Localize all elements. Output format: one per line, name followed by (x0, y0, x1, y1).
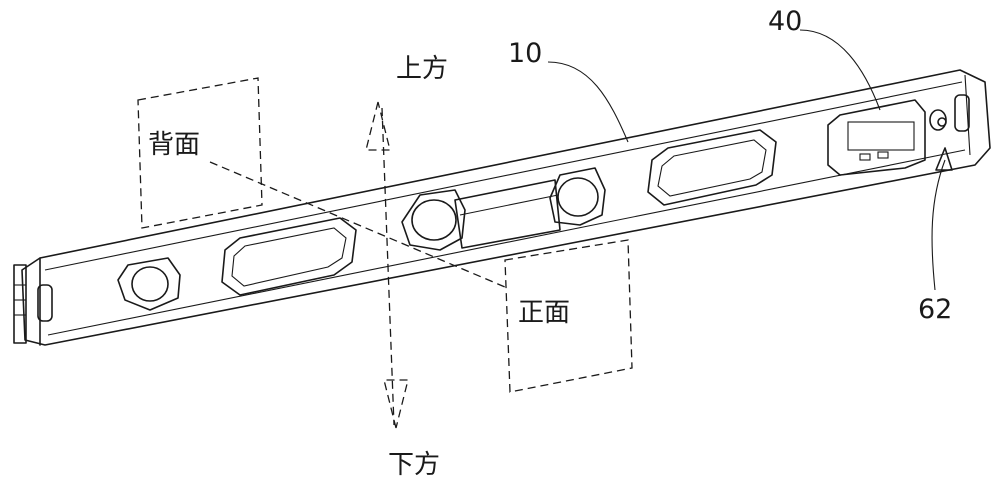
label-up: 上方 (396, 54, 449, 84)
up-arrow-icon (365, 101, 391, 151)
ref-numeral-62: 62 (918, 294, 953, 325)
up-down-axis (365, 101, 409, 429)
leader-40 (799, 29, 881, 111)
ref-numeral-10: 10 (508, 38, 543, 69)
leader-10 (547, 61, 629, 143)
leader-62 (931, 159, 946, 291)
arrow-62-icon (935, 147, 953, 171)
down-arrow-icon (383, 379, 409, 429)
level-body (21, 69, 991, 346)
right-end-details (929, 94, 970, 132)
label-down: 下方 (388, 450, 441, 480)
center-handle (401, 167, 606, 251)
front-back-axis (209, 161, 506, 288)
left-end-cap (13, 264, 53, 344)
left-vial (117, 257, 181, 311)
right-window (647, 129, 777, 206)
display-module (827, 99, 926, 176)
left-window (221, 217, 357, 296)
ref-numeral-40: 40 (768, 6, 803, 37)
label-back: 背面 (148, 130, 201, 160)
front-plane-box (504, 239, 633, 393)
back-plane-box (137, 77, 263, 229)
label-front: 正面 (518, 298, 571, 328)
